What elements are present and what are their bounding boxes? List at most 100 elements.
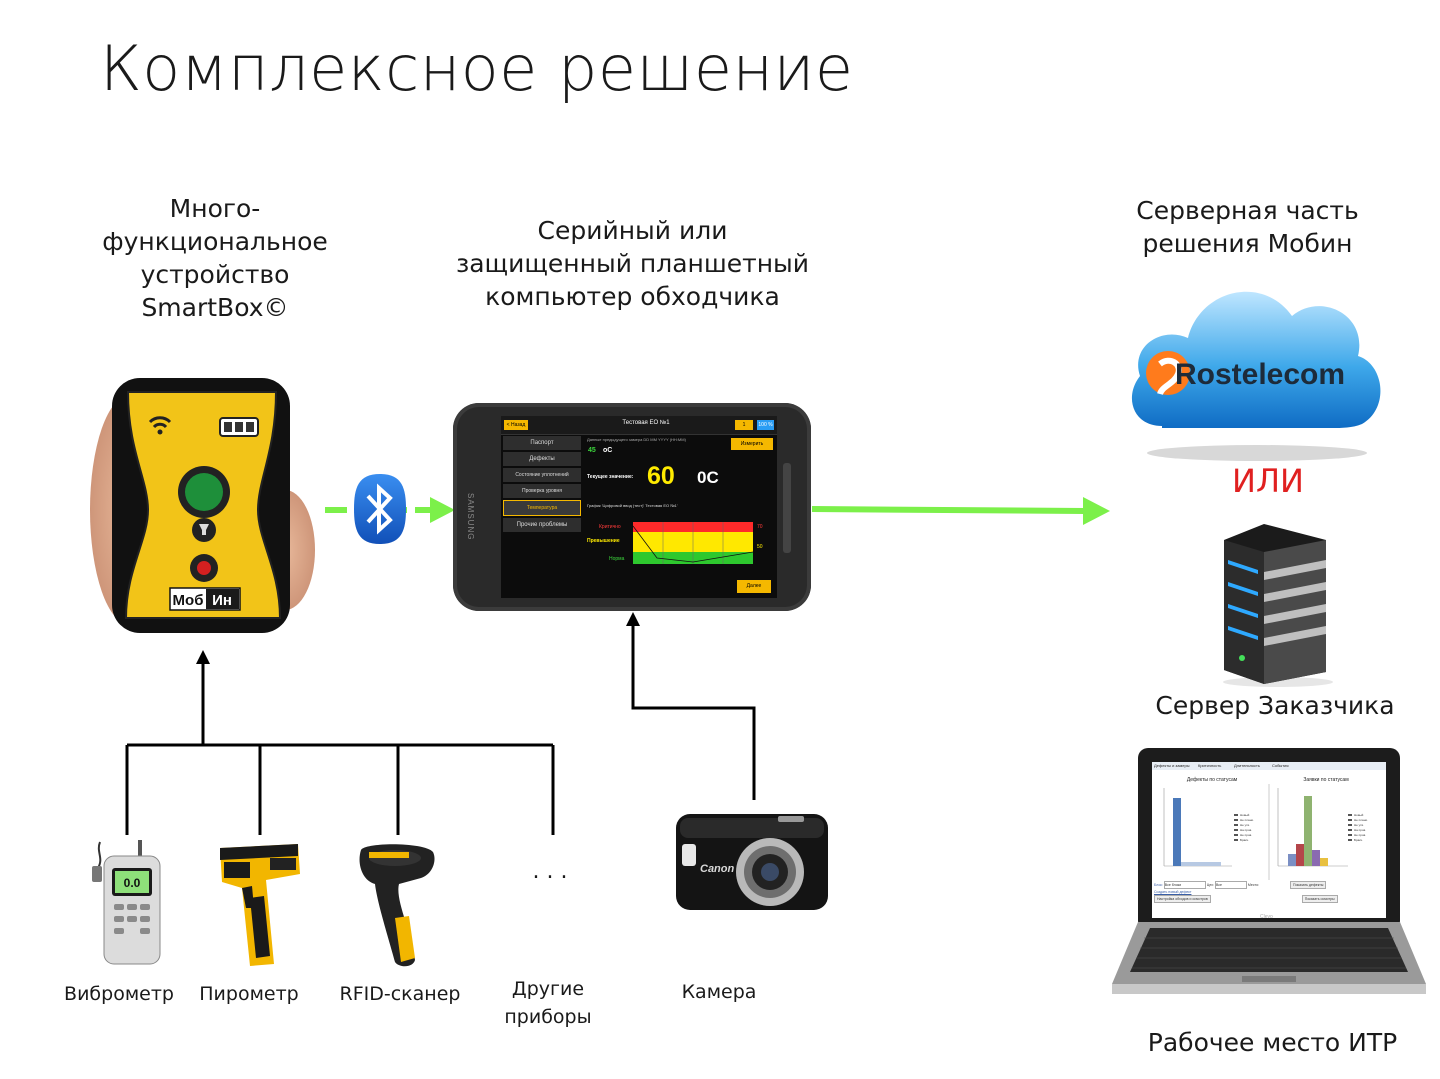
arrow-to-smartbox — [196, 650, 210, 664]
tablet-zone-critical-label: Критично — [599, 524, 621, 530]
laptop-filter-row: Блок: Все блоки Цех: Все Место: Показать… — [1154, 881, 1384, 911]
pyrometer-label: Пирометр — [199, 983, 299, 1005]
camera-label: Камера — [681, 981, 757, 1003]
camera-connector — [631, 625, 756, 800]
tablet-zone-excess-label: Превышение — [587, 538, 620, 544]
laptop-show-defects-button[interactable]: Показать дефекты — [1290, 881, 1327, 889]
bluetooth-icon — [354, 474, 406, 544]
tablet-brand: SAMSUNG — [466, 493, 475, 541]
other-devices-dots: . . . — [532, 859, 568, 884]
workstation-label: Рабочее место ИТР — [1147, 1028, 1398, 1057]
bluetooth-link-arrow — [325, 497, 455, 523]
tablet-next-button[interactable]: Далее — [737, 580, 771, 593]
laptop-legend-item: На пров. — [1354, 828, 1367, 832]
rostelecom-cloud-image: Rostelecom — [1131, 291, 1381, 461]
laptop-legend-left: Новый Не плани. Не утв. На пров. Не пров… — [1240, 813, 1254, 843]
tablet-menu-item-seals[interactable]: Состояние уплотнений — [503, 468, 581, 482]
smartbox-label: Много- функциональное устройство SmartBo… — [102, 194, 328, 322]
arrow-to-tablet — [626, 612, 640, 626]
camera-brand: Canon — [700, 863, 735, 875]
laptop-legend-item: Не утв. — [1354, 823, 1364, 827]
laptop-legend-item: Не плани. — [1240, 818, 1254, 822]
tablet-chart-title: График 'Цифровой ввод (тест)' Тестовая Е… — [587, 503, 678, 508]
laptop-screen: Дефекты и замеры Критичность Длительност… — [1152, 762, 1386, 918]
laptop-legend-right: Новый Не плани. Не утв. На пров. Не пров… — [1354, 813, 1368, 843]
laptop-new-defect-link[interactable]: Создать новый дефект — [1154, 890, 1192, 894]
tablet-prev-label: Данные предыдущего замера DD MM YYYY (HH… — [587, 437, 686, 442]
tablet-badge-2: 100 % — [757, 420, 774, 430]
laptop-legend-item: Бракч. — [1240, 838, 1250, 842]
customer-server-label: Сервер Заказчика — [1155, 691, 1395, 720]
tablet-side-button — [783, 463, 791, 553]
laptop-legend-item: Не плани. — [1354, 818, 1368, 822]
laptop-filter-shop-label: Цех: — [1206, 883, 1214, 887]
tablet-prev-unit: оС — [603, 447, 613, 454]
laptop-tab-2[interactable]: Критичность — [1198, 763, 1222, 768]
tablet-menu-item-passport[interactable]: Паспорт — [503, 436, 581, 450]
tablet-device: SAMSUNG < Назад Тестовая ЕО №1 1 100 % П… — [453, 403, 811, 611]
laptop-image: Дефекты и замеры Критичность Длительност… — [1110, 748, 1428, 1003]
tablet-current-label: Текущее значение: — [587, 474, 634, 480]
laptop-filter-shop-value[interactable]: Все — [1214, 881, 1247, 889]
laptop-tab-1[interactable]: Дефекты и замеры — [1154, 763, 1190, 768]
laptop-show-inspections-button[interactable]: Показать осмотры — [1301, 895, 1338, 903]
device-logo-left: Моб — [173, 592, 204, 609]
laptop-legend-item: Новый — [1240, 813, 1250, 817]
tablet-menu-item-defects[interactable]: Дефекты — [503, 452, 581, 466]
vibrometer-label: Виброметр — [64, 983, 174, 1005]
tablet-current-value: 60 — [647, 462, 675, 490]
tablet-header-bar — [501, 416, 777, 435]
device-logo-right: Ин — [212, 592, 232, 609]
instruments-tree-connector — [125, 662, 555, 835]
tablet-label: Серийный или защищенный планшетный компь… — [455, 216, 810, 311]
tablet-zone-value-50: 50 — [757, 544, 763, 550]
rfid-scanner-label: RFID-сканер — [339, 983, 461, 1005]
rfid-scanner-image — [359, 844, 435, 967]
laptop-legend-item: Бракч. — [1354, 838, 1364, 842]
tablet-menu: Паспорт Дефекты Состояние уплотнений Про… — [503, 436, 581, 534]
laptop-bar-charts — [1163, 784, 1352, 880]
tablet-prev-value: 45 — [588, 447, 596, 454]
page-title: Комплексное решение — [100, 32, 854, 105]
tablet-back-button[interactable]: < Назад — [504, 420, 528, 430]
laptop-legend-item: На пров. — [1240, 828, 1253, 832]
tablet-current-unit: 0С — [697, 468, 719, 487]
svg-text:0.0: 0.0 — [124, 876, 141, 890]
laptop-legend-item: Не пров. — [1240, 833, 1253, 837]
tablet-screen: < Назад Тестовая ЕО №1 1 100 % Паспорт Д… — [501, 416, 777, 598]
wifi-icon — [148, 416, 172, 435]
laptop-legend-item: Не пров. — [1354, 833, 1367, 837]
laptop-tab-4[interactable]: События — [1272, 763, 1289, 768]
pyrometer-image — [220, 844, 300, 966]
camera-image: Canon — [676, 814, 828, 910]
laptop-brand: Clevo — [1260, 914, 1273, 920]
tablet-zone-value-70: 70 — [757, 524, 763, 530]
tablet-menu-item-temperature[interactable]: Температура — [503, 500, 581, 516]
tablet-header-title: Тестовая ЕО №1 — [622, 420, 670, 426]
laptop-base — [1112, 922, 1426, 994]
tablet-menu-item-other[interactable]: Прочие проблемы — [503, 518, 581, 532]
laptop-tab-3[interactable]: Длительность — [1234, 763, 1260, 768]
customer-server-image — [1223, 524, 1333, 687]
laptop-chart-left-title: Дефекты по статусам — [1186, 777, 1238, 783]
tablet-zone-norm-label: Норма — [609, 556, 625, 562]
vibrometer-image: 0.0 — [92, 840, 161, 965]
tablet-badge-1: 1 — [735, 420, 753, 430]
laptop-filter-block-label: Блок: — [1154, 883, 1163, 887]
server-part-label: Серверная часть решения Мобин — [1136, 196, 1359, 258]
tablet-menu-item-level[interactable]: Проверка уровня — [503, 484, 581, 498]
laptop-chart-right-title: Заявки по статусам — [1303, 777, 1349, 783]
server-link-arrow — [811, 497, 1110, 525]
tablet-measure-button[interactable]: Измерить — [731, 438, 773, 450]
or-label: ИЛИ — [1232, 462, 1304, 500]
other-devices-label: Другие приборы — [504, 978, 592, 1028]
smartbox-device-image: Моб Ин — [90, 378, 315, 633]
laptop-filter-place-label: Место: — [1247, 883, 1260, 887]
laptop-legend-item: Новый — [1354, 813, 1364, 817]
laptop-legend-item: Не утв. — [1240, 823, 1250, 827]
laptop-settings-button[interactable]: Настройка обходов и осмотров — [1154, 895, 1211, 903]
rostelecom-brand: Rostelecom — [1175, 358, 1345, 391]
tablet-zone-chart — [633, 522, 753, 564]
laptop-filter-block-value[interactable]: Все блоки — [1163, 881, 1206, 889]
